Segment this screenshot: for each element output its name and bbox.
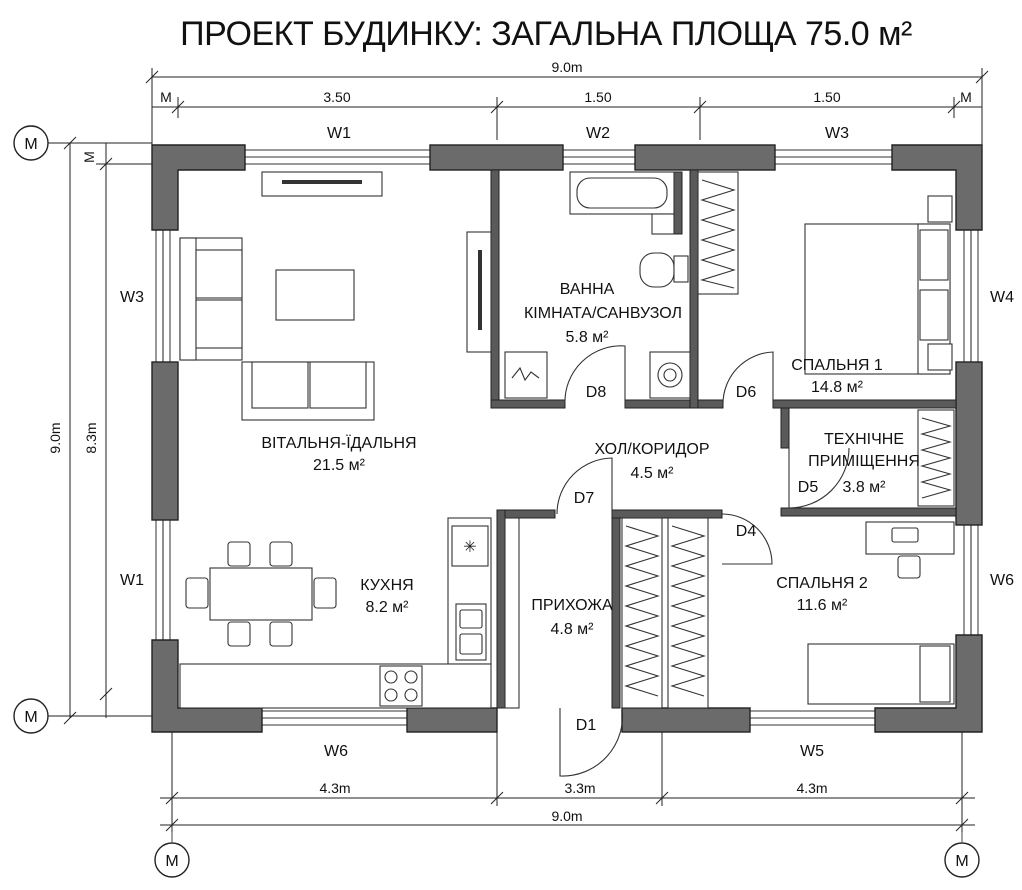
door-label-d4: D4	[736, 523, 757, 540]
room-technical: ТЕХНІЧНЕ ПРИМІЩЕННЯ 3.8 м²	[808, 431, 920, 496]
door-swings	[556, 345, 850, 777]
svg-text:14.8 м²: 14.8 м²	[811, 379, 864, 396]
svg-text:ХОЛ/КОРИДОР: ХОЛ/КОРИДОР	[594, 441, 709, 458]
door-label-d5: D5	[798, 479, 819, 496]
furniture-bedroom-2	[807, 521, 955, 705]
window-label-top-2: W2	[586, 125, 610, 142]
svg-text:ВАННА: ВАННА	[560, 281, 615, 298]
door-label-d7: D7	[574, 490, 595, 507]
svg-text:M: M	[165, 853, 178, 870]
room-bedroom-2: СПАЛЬНЯ 2 11.6 м²	[776, 575, 868, 614]
dim-top-seg-2: 1.50	[584, 89, 611, 105]
svg-text:4.8 м²: 4.8 м²	[550, 621, 594, 638]
svg-text:8.2 м²: 8.2 м²	[365, 599, 409, 616]
room-bedroom-1: СПАЛЬНЯ 1 14.8 м²	[791, 357, 883, 396]
axis-marker-bottom-a: M	[154, 842, 190, 878]
svg-text:КІМНАТА/САНВУЗОЛ: КІМНАТА/САНВУЗОЛ	[524, 305, 682, 322]
door-label-d8: D8	[586, 384, 607, 401]
svg-text:M: M	[24, 136, 37, 153]
svg-text:ВІТАЛЬНЯ-ЇДАЛЬНЯ: ВІТАЛЬНЯ-ЇДАЛЬНЯ	[261, 434, 416, 452]
furniture-tech-room	[917, 409, 955, 507]
dim-top-seg-3: 1.50	[813, 89, 840, 105]
svg-text:ТЕХНІЧНЕ: ТЕХНІЧНЕ	[824, 431, 904, 448]
dim-top-seg-1: 3.50	[323, 89, 350, 105]
dimension-lines	[60, 68, 989, 845]
svg-text:21.5 м²: 21.5 м²	[313, 457, 366, 474]
window-label-bottom-2: W5	[800, 743, 824, 760]
interior-walls	[490, 169, 957, 709]
dim-bottom-seg-3: 4.3m	[796, 780, 827, 796]
dim-marker-top-right: M	[960, 89, 972, 105]
plan-title: ПРОЕКТ БУДИНКУ: ЗАГАЛЬНА ПЛОЩА 75.0 м²	[180, 15, 912, 53]
dim-bottom-seg-1: 4.3m	[319, 780, 350, 796]
room-kitchen: КУХНЯ 8.2 м²	[360, 577, 413, 616]
svg-text:КУХНЯ: КУХНЯ	[360, 577, 413, 594]
svg-text:СПАЛЬНЯ 2: СПАЛЬНЯ 2	[776, 575, 868, 592]
window-label-left-1: W3	[120, 289, 144, 306]
dim-marker-left: M	[81, 151, 97, 163]
dim-left-inner: 8.3m	[83, 422, 99, 453]
room-hall-corridor: ХОЛ/КОРИДОР 4.5 м²	[594, 441, 709, 482]
axis-marker-bottom-left: M	[13, 698, 49, 734]
furniture-hall	[504, 517, 709, 709]
dim-bottom-seg-2: 3.3m	[564, 780, 595, 796]
window-label-right-1: W4	[990, 289, 1014, 306]
window-label-left-2: W1	[120, 572, 144, 589]
svg-text:5.8 м²: 5.8 м²	[565, 329, 609, 346]
svg-text:3.8 м²: 3.8 м²	[842, 479, 886, 496]
svg-text:ПРИХОЖА: ПРИХОЖА	[531, 597, 613, 614]
dim-marker-top-left: M	[160, 89, 172, 105]
furniture-bedroom-1	[697, 171, 953, 375]
window-label-bottom-1: W6	[324, 743, 348, 760]
door-label-d6: D6	[736, 384, 757, 401]
dim-left-outer: 9.0m	[47, 422, 63, 453]
room-living-dining: ВІТАЛЬНЯ-ЇДАЛЬНЯ 21.5 м²	[261, 434, 416, 474]
axis-marker-bottom-b: M	[944, 842, 980, 878]
furniture-bathroom	[504, 171, 691, 399]
axis-marker-top-left: M	[13, 125, 49, 161]
svg-text:11.6 м²: 11.6 м²	[797, 597, 848, 614]
window-label-top-3: W3	[825, 125, 849, 142]
room-bathroom: ВАННА КІМНАТА/САНВУЗОЛ 5.8 м²	[524, 281, 682, 346]
svg-text:✳: ✳	[463, 537, 476, 556]
svg-text:M: M	[24, 709, 37, 726]
svg-text:M: M	[955, 853, 968, 870]
window-label-right-2: W6	[990, 572, 1014, 589]
dim-top-total: 9.0m	[551, 59, 582, 75]
door-label-d1: D1	[576, 717, 597, 734]
svg-text:ПРИМІЩЕННЯ: ПРИМІЩЕННЯ	[808, 453, 920, 470]
window-label-top-1: W1	[327, 125, 351, 142]
svg-text:СПАЛЬНЯ 1: СПАЛЬНЯ 1	[791, 357, 883, 374]
furniture-living: ✳	[179, 171, 492, 709]
svg-text:4.5 м²: 4.5 м²	[630, 465, 674, 482]
room-entrance: ПРИХОЖА 4.8 м²	[531, 597, 613, 638]
exterior-walls	[151, 144, 983, 733]
dim-bottom-total: 9.0m	[551, 808, 582, 824]
